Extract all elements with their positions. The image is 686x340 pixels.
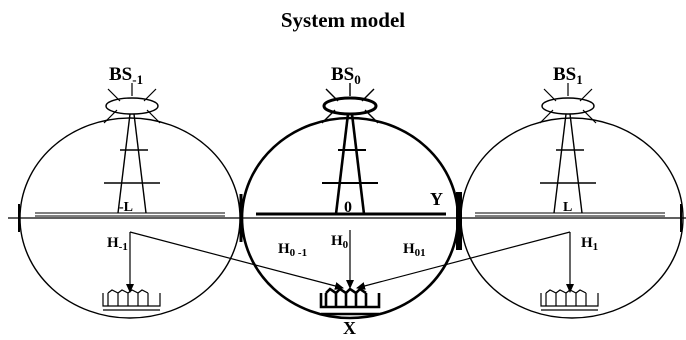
channel-label-h01: H01 [403,241,426,259]
boundary-label-y: Y [430,189,443,209]
position-label-left: -L [119,200,133,215]
position-label-center: 0 [344,199,352,216]
base-station-tower [103,83,161,214]
arrow-h0-minus1 [129,231,344,290]
user-terminal [319,287,381,316]
cell-left [18,83,243,319]
channel-label-h0-minus1: H0 -1 [278,241,307,259]
station-label-left: BS-1 [109,64,143,87]
cell-boundary [460,117,684,319]
channel-label-h-right: H1 [581,235,598,253]
base-station-tower [539,83,597,214]
cell-center [240,83,462,320]
diagram-title: System model [281,8,405,32]
cell-right [460,83,684,319]
station-label-right: BS1 [553,64,583,87]
user-label-x: X [343,318,356,338]
position-label-right: L [563,200,572,215]
base-station-tower [321,83,379,215]
user-terminal [540,289,599,311]
arrow-h01 [356,231,571,290]
channel-arrows [126,230,574,293]
station-label-center: BS0 [331,64,361,87]
channel-label-h-left: H-1 [107,235,128,253]
channel-label-h-center: H0 [331,233,349,251]
user-terminal [102,289,161,311]
boundary-y-marker [456,192,462,250]
